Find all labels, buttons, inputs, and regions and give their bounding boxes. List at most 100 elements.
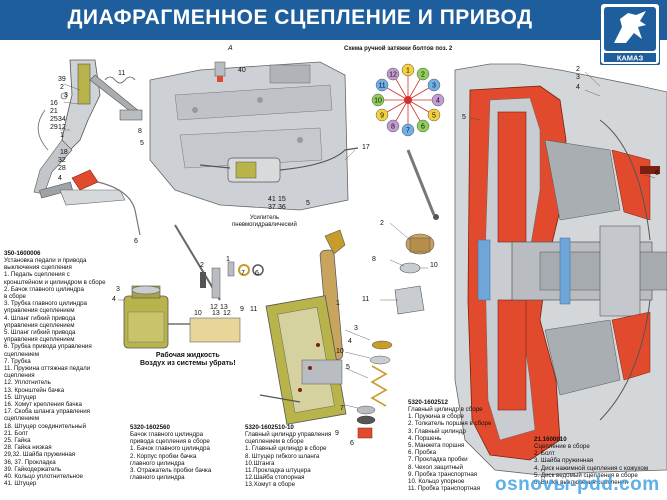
pedal-callout: 39 bbox=[58, 76, 66, 83]
tank-callout: 1 bbox=[226, 256, 230, 263]
gearbox-callout: 41 bbox=[268, 196, 276, 203]
legend-main-code: 350-1600006 bbox=[4, 250, 41, 257]
bolt-marker bbox=[386, 67, 400, 81]
pedal-callout: 29 bbox=[50, 124, 58, 131]
pedal-callout: 3 bbox=[64, 92, 68, 99]
legend-tank-text: Бачок главного цилиндра привода сцеплени… bbox=[130, 431, 212, 482]
bolt-marker bbox=[371, 93, 385, 107]
fluid-note: Рабочая жидкость Воздух из системы убрат… bbox=[140, 352, 236, 367]
gearbox-booster bbox=[149, 61, 359, 211]
pedal-callout: 8 bbox=[138, 128, 142, 135]
pedal-callout: 1 bbox=[60, 132, 64, 139]
master-cylinder bbox=[259, 229, 347, 425]
bolt-number: 9 bbox=[380, 113, 384, 120]
tank-callout: 3 bbox=[116, 286, 120, 293]
bolt-marker bbox=[401, 123, 415, 137]
bolt-number: 5 bbox=[432, 113, 436, 120]
poster-title: ДИАФРАГМЕННОЕ СЦЕПЛЕНИЕ И ПРИВОД bbox=[67, 6, 533, 29]
booster-label: Усилитель пневмогидравлический bbox=[232, 215, 297, 228]
legend-clutch-text: Сцепление в сборе 2. Болт 3. Шайба пружи… bbox=[534, 443, 649, 487]
bolt-marker bbox=[401, 63, 415, 77]
gearbox-callout: 40 bbox=[238, 67, 246, 74]
tank-callout: 2 bbox=[200, 262, 204, 269]
pedal-callout: 25 bbox=[50, 116, 58, 123]
bolt-number: 7 bbox=[406, 128, 410, 135]
clutch-callout: 5 bbox=[462, 114, 466, 121]
legend-cylinder-assy-text: Главный цилиндр в сборе 1. Пружина в сбо… bbox=[408, 406, 492, 493]
gearbox-callout: 36 bbox=[278, 204, 286, 211]
cylinder-callout: 8 bbox=[372, 256, 376, 263]
bolt-number: 12 bbox=[389, 72, 397, 79]
pedal-assembly bbox=[33, 59, 143, 236]
pedal-callout: 28 bbox=[58, 165, 66, 172]
cylinder-callout: 11 bbox=[362, 296, 370, 303]
pedal-callout: 12 bbox=[58, 124, 66, 131]
bolt-marker bbox=[427, 78, 441, 92]
tank-callout: 12 bbox=[223, 310, 231, 317]
watermark: osnovы-pdd.com bbox=[495, 474, 660, 495]
pedal-callout: 32 bbox=[58, 157, 66, 164]
bolt-marker bbox=[375, 108, 389, 122]
callout-a: A bbox=[228, 45, 233, 52]
bolt-marker bbox=[431, 93, 445, 107]
cylinder-callout: 7 bbox=[340, 405, 344, 412]
tank-callout: 13 bbox=[212, 310, 220, 317]
tank-callout: 11 bbox=[250, 306, 258, 313]
gearbox-callout: 5 bbox=[306, 200, 310, 207]
leader-lines bbox=[60, 71, 656, 409]
pedal-callout: 4 bbox=[58, 175, 62, 182]
legend-main-cylinder-code: 5320-1602510-10 bbox=[245, 424, 294, 431]
pedal-callout: 6 bbox=[134, 238, 138, 245]
pedal-callout: 16 bbox=[50, 100, 58, 107]
tank-callout: 9 bbox=[240, 306, 244, 313]
clutch-callout: 2 bbox=[576, 66, 580, 73]
kamaz-logo: КАМАЗ bbox=[600, 3, 660, 65]
cylinder-callout: 1 bbox=[336, 300, 340, 307]
bolt-number: 1 bbox=[406, 68, 410, 75]
cylinder-callout: 4 bbox=[348, 338, 352, 345]
legend-tank-code: 5320-1602560 bbox=[130, 424, 170, 431]
legend-main-cylinder-text: Главный цилиндр управления сцеплением в … bbox=[245, 431, 332, 489]
cylinder-callout: 5 bbox=[346, 364, 350, 371]
bolt-number: 11 bbox=[378, 83, 385, 90]
bolt-number: 4 bbox=[436, 98, 440, 105]
bolt-marker bbox=[416, 119, 430, 133]
pedal-callout: 18 bbox=[60, 149, 68, 156]
bolt-number: 10 bbox=[374, 98, 382, 105]
tank-assembly bbox=[123, 224, 264, 349]
bolt-marker bbox=[427, 108, 441, 122]
gearbox-callout: 10 bbox=[430, 262, 438, 269]
tank-callout: 6 bbox=[255, 270, 259, 277]
tank-callout: 10 bbox=[194, 310, 202, 317]
bolt-marker bbox=[416, 67, 430, 81]
header-bar bbox=[0, 0, 667, 40]
bolt-number: 6 bbox=[421, 123, 425, 130]
cylinder-callout: 13 bbox=[220, 304, 228, 311]
clutch-callout: 6 bbox=[655, 170, 659, 177]
bolt-hub bbox=[404, 96, 412, 104]
clutch-cutaway bbox=[454, 63, 667, 476]
bolt-number: 3 bbox=[432, 83, 436, 90]
gearbox-callout: 37 bbox=[268, 204, 276, 211]
logo-brand-text: КАМАЗ bbox=[617, 54, 644, 63]
legend-cylinder-assy-code: 5320-1602512 bbox=[408, 399, 448, 406]
cylinder-callout: 2 bbox=[380, 220, 384, 227]
clutch-callout: 3 bbox=[576, 74, 580, 81]
cylinder-callout: 10 bbox=[336, 348, 344, 355]
pedal-callout: 2 bbox=[60, 84, 64, 91]
exploded-parts bbox=[356, 149, 439, 439]
pedal-callout: 5 bbox=[140, 140, 144, 147]
legend-main-text: Установка педали и привода выключения сц… bbox=[4, 257, 106, 488]
cylinder-callout: 12 bbox=[210, 304, 218, 311]
gearbox-callout: 15 bbox=[278, 196, 286, 203]
legend-clutch-code: 21.1600010 bbox=[534, 436, 567, 443]
cylinder-callout: 9 bbox=[335, 430, 339, 437]
cylinder-callout: 6 bbox=[350, 440, 354, 447]
bolt-marker bbox=[375, 78, 389, 92]
pedal-callout: 11 bbox=[118, 70, 126, 77]
pedal-callout: 21 bbox=[50, 108, 58, 115]
clutch-callout: 4 bbox=[576, 84, 580, 91]
